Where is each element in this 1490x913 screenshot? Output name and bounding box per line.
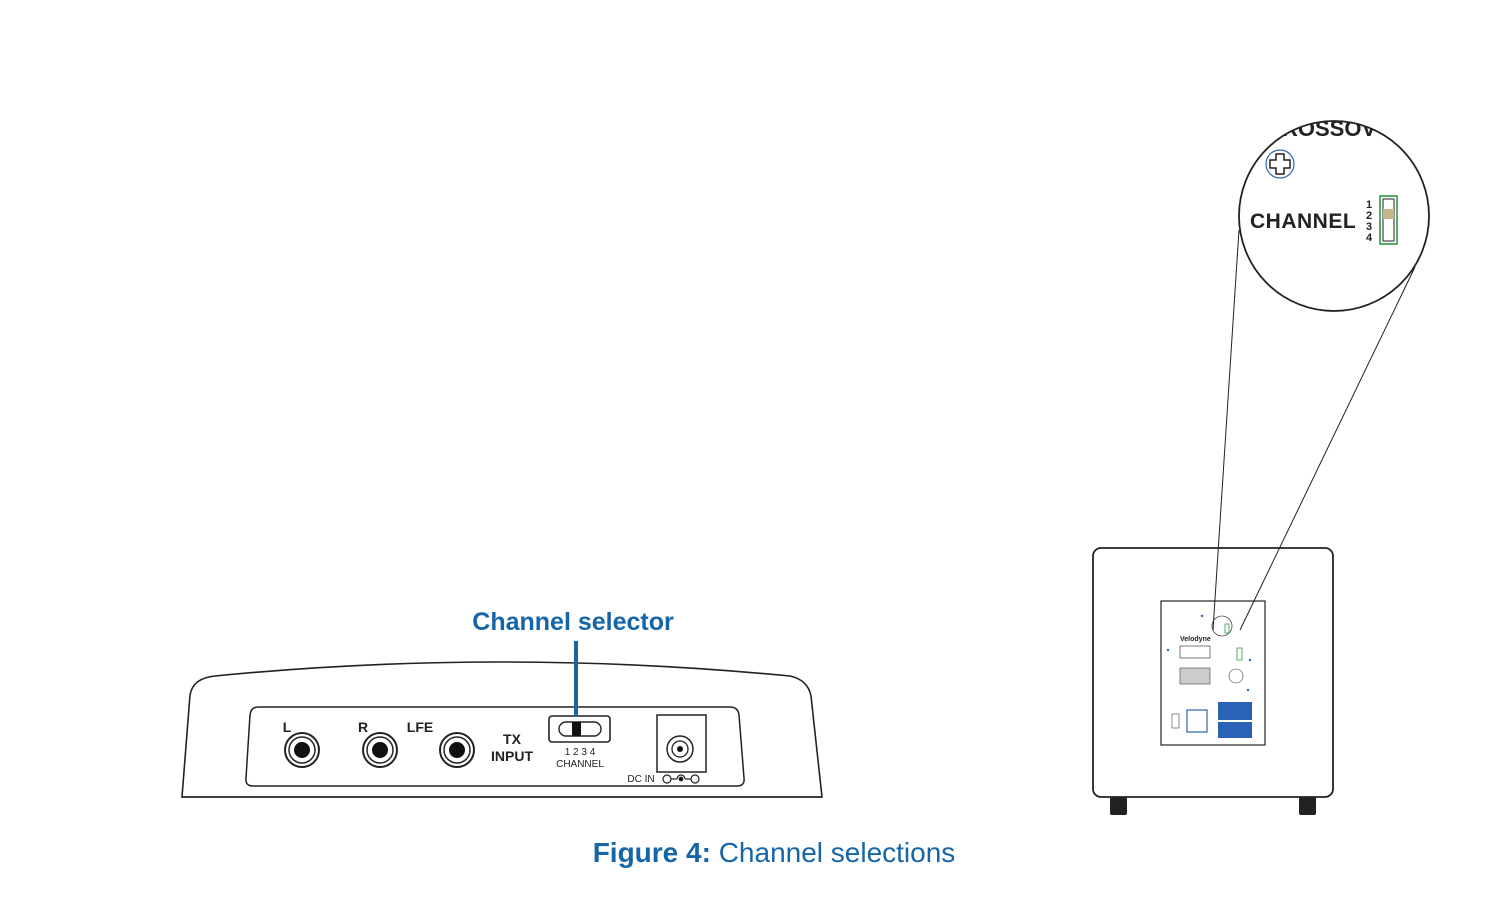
foot-left	[1110, 797, 1127, 815]
tx-label: TX	[503, 731, 522, 747]
dc-in-label: DC IN	[627, 774, 654, 785]
foot-right	[1299, 797, 1316, 815]
zoom-line-left	[1212, 229, 1240, 631]
screw-icon	[1265, 149, 1295, 179]
zoom-channel-label: CHANNEL	[1250, 210, 1356, 233]
transmitter-unit: L R LFE TX INPUT 1 2 3 4 CHANNEL	[181, 661, 823, 798]
channel-label: CHANNEL	[556, 759, 604, 770]
channel-numbers: 1 2 3 4	[565, 747, 596, 758]
callout-pointer-line	[574, 641, 578, 717]
input-label-r: R	[358, 719, 368, 735]
zoom-magnifier: ROSSOV CHANNEL 1 2 3 4	[1238, 120, 1430, 312]
rca-jack-l[interactable]	[284, 732, 320, 768]
input-label-lfe: LFE	[407, 719, 433, 735]
zoom-num-3: 3	[1366, 221, 1372, 233]
dc-polarity-icon	[662, 774, 700, 784]
zoom-num-2: 2	[1366, 210, 1372, 222]
rear-panel	[245, 706, 745, 787]
caption-prefix: Figure 4:	[593, 837, 711, 868]
zoom-num-4: 4	[1366, 232, 1373, 244]
brand-logo: Velodyne	[1180, 636, 1211, 643]
rca-jack-r[interactable]	[362, 732, 398, 768]
dc-in-jack[interactable]	[656, 714, 707, 773]
figure-caption: Figure 4: Channel selections	[593, 837, 956, 868]
zoom-channel-switch[interactable]	[1379, 195, 1398, 245]
caption-text: Channel selections	[711, 837, 955, 868]
channel-switch[interactable]	[548, 715, 611, 743]
subwoofer-unit: Velodyne ROSSOV	[1092, 120, 1430, 815]
callout-channel-selector: Channel selector	[472, 608, 674, 636]
zoom-num-1: 1	[1366, 199, 1372, 211]
input-label: INPUT	[491, 748, 533, 764]
input-label-l: L	[283, 719, 292, 735]
rca-jack-lfe[interactable]	[439, 732, 475, 768]
zoom-line-right	[1239, 266, 1416, 631]
